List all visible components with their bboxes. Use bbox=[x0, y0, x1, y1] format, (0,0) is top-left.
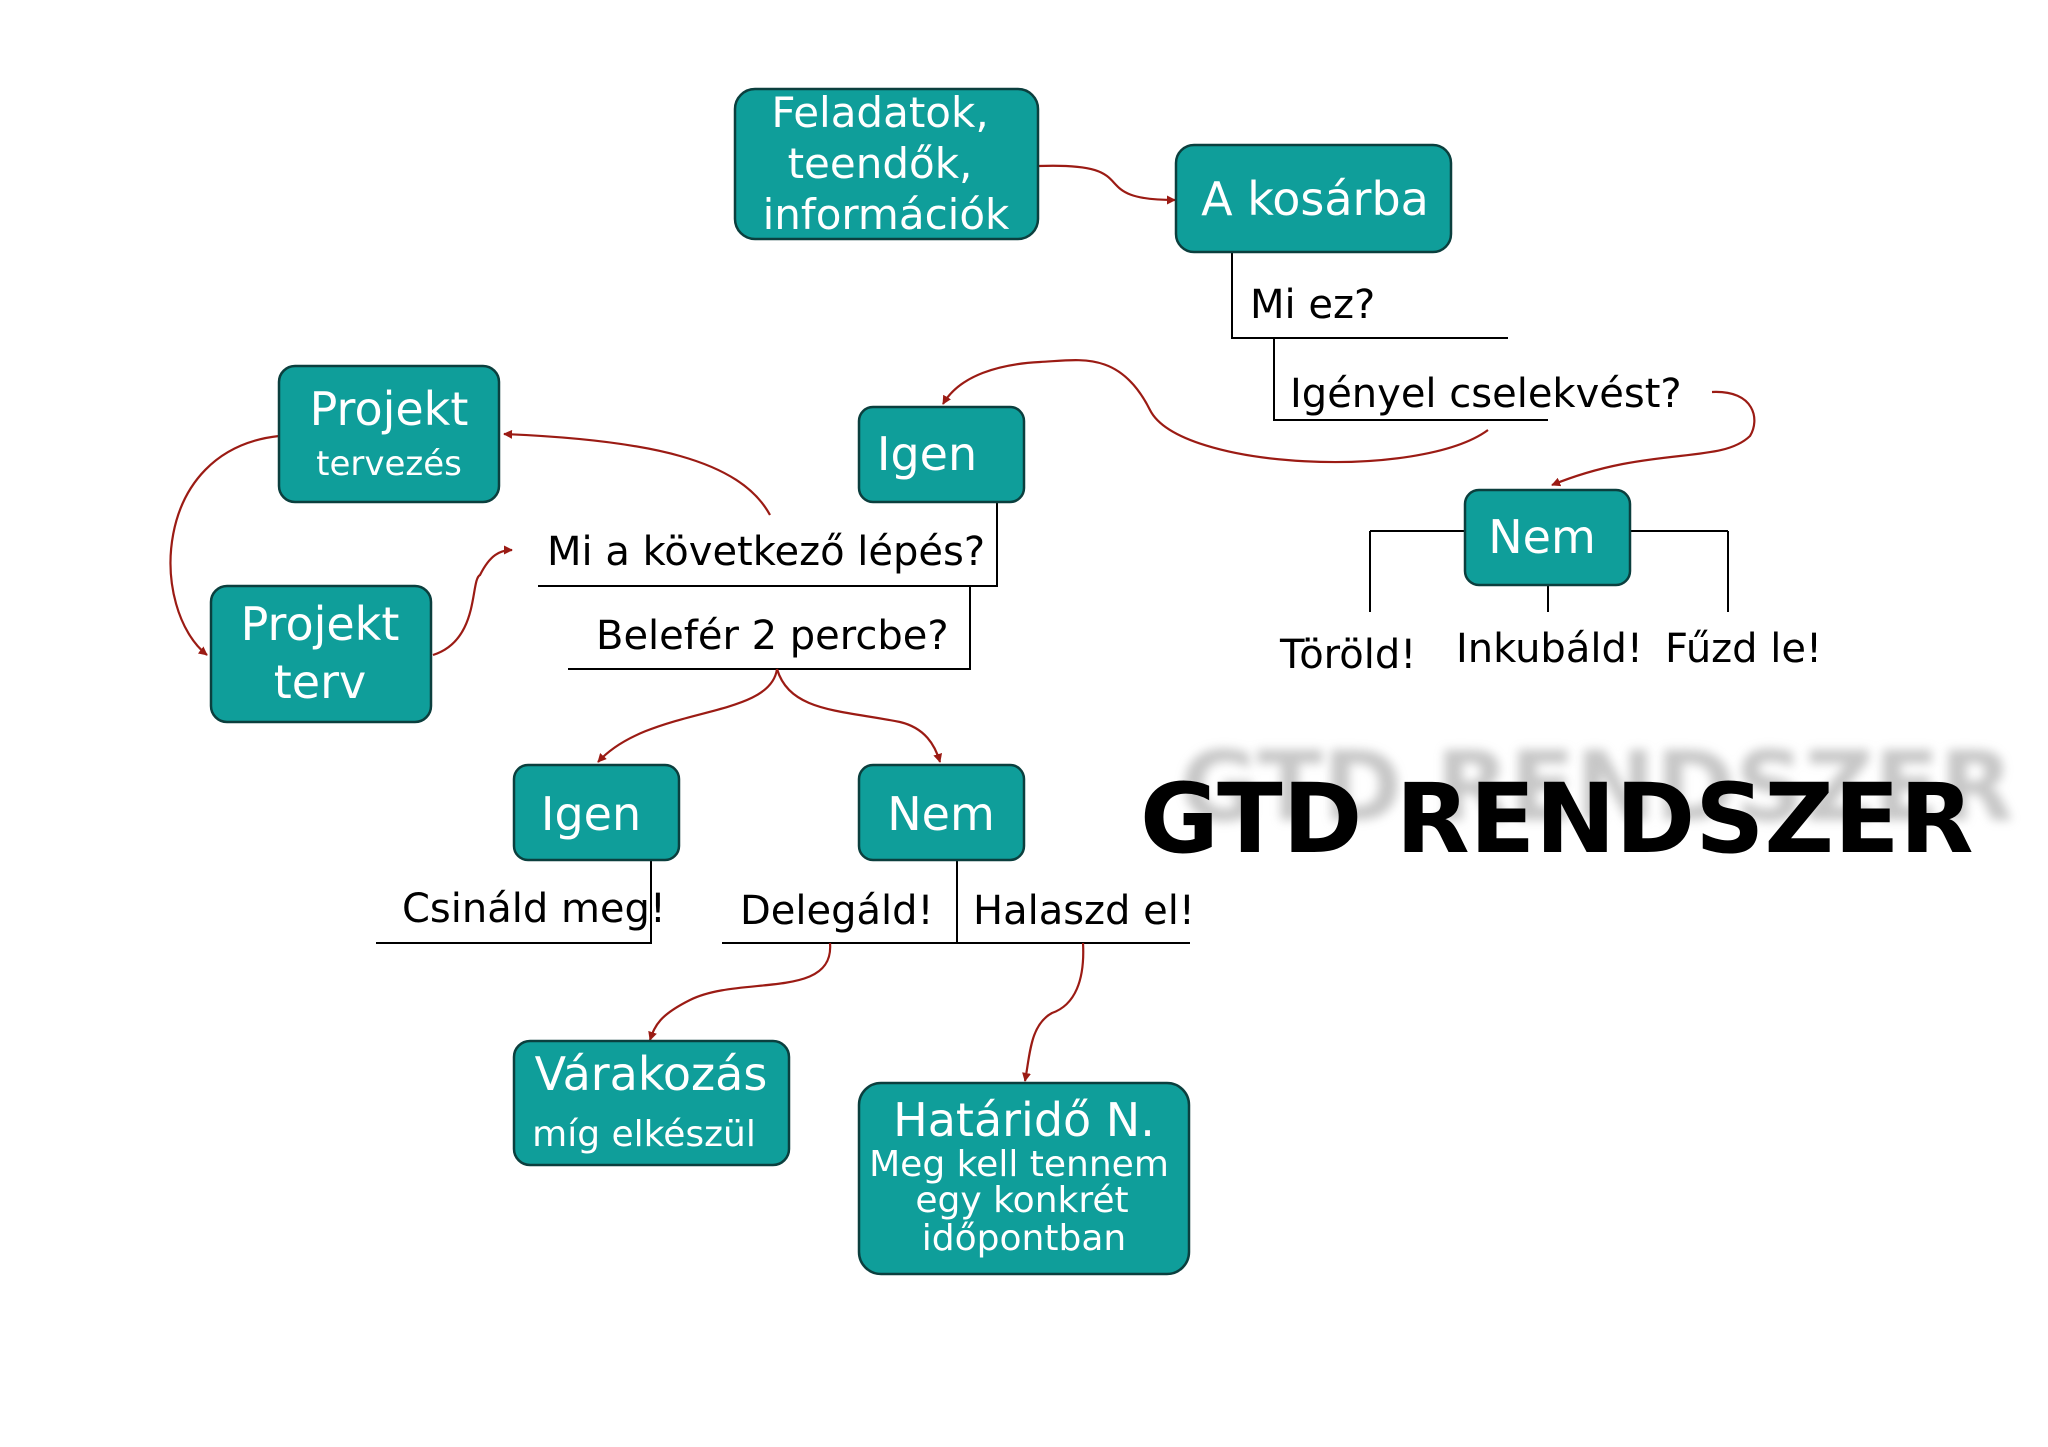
page-title: GTD RENDSZER GTD RENDSZER bbox=[1140, 731, 2013, 875]
label-belefer-2-percbe: Belefér 2 percbe? bbox=[596, 613, 949, 659]
label-inkubald: Inkubáld! bbox=[1456, 626, 1643, 672]
box-varakozas-line2: míg elkészül bbox=[532, 1114, 756, 1155]
box-hatarido-line4: időpontban bbox=[922, 1218, 1126, 1259]
flow-arrows bbox=[169, 164, 1756, 1082]
box-projekt-terv-line2: terv bbox=[274, 655, 366, 709]
box-varakozas: Várakozás míg elkészül bbox=[512, 1039, 791, 1167]
label-delegald: Delegáld! bbox=[740, 888, 934, 934]
box-nem-top-label: Nem bbox=[1488, 510, 1596, 564]
arrow-terv-to-kovetkezo bbox=[432, 545, 513, 657]
box-nem-bottom-label: Nem bbox=[887, 787, 995, 841]
label-csinald-meg: Csináld meg! bbox=[402, 886, 666, 932]
box-feladatok-line3: információk bbox=[763, 190, 1010, 239]
box-hatarido-line3: egy konkrét bbox=[915, 1180, 1128, 1221]
box-projekt-terv: Projekt terv bbox=[209, 584, 433, 724]
box-kosar-label: A kosárba bbox=[1201, 172, 1429, 226]
label-fuzd-le: Fűzd le! bbox=[1665, 626, 1822, 672]
box-feladatok-line2: teendők, bbox=[788, 139, 973, 188]
box-feladatok-line1: Feladatok, bbox=[771, 88, 988, 137]
arrow-halaszd-to-hatarido bbox=[1022, 942, 1085, 1082]
box-igen-bottom-label: Igen bbox=[541, 787, 641, 841]
box-projekt-tervezes-line2: tervezés bbox=[316, 444, 462, 484]
label-igenyel-cselekvest: Igényel cselekvést? bbox=[1290, 371, 1682, 417]
box-hatarido-line1: Határidő N. bbox=[893, 1093, 1155, 1147]
arrow-igenyel-to-igen bbox=[942, 359, 1489, 464]
box-igen-top-label: Igen bbox=[877, 427, 977, 481]
arrow-delegald-to-varakozas bbox=[648, 942, 832, 1041]
box-varakozas-line1: Várakozás bbox=[535, 1047, 768, 1101]
box-feladatok: Feladatok, teendők, információk bbox=[733, 87, 1040, 241]
box-nem-bottom: Nem bbox=[857, 763, 1026, 862]
label-kovetkezo-lepes: Mi a következő lépés? bbox=[547, 529, 985, 575]
label-torold: Töröld! bbox=[1279, 632, 1416, 678]
box-igen-top: Igen bbox=[857, 405, 1026, 504]
box-projekt-tervezes: Projekt tervezés bbox=[277, 364, 501, 504]
bracket-lines bbox=[376, 252, 1729, 944]
arrow-igenyel-to-nem bbox=[1551, 390, 1756, 487]
box-kosar: A kosárba bbox=[1174, 143, 1453, 254]
arrow-belefer-to-nem bbox=[775, 668, 943, 763]
box-hatarido: Határidő N. Meg kell tennem egy konkrét … bbox=[857, 1081, 1191, 1276]
label-mi-ez: Mi ez? bbox=[1250, 282, 1375, 328]
box-projekt-terv-line1: Projekt bbox=[241, 597, 400, 651]
arrow-kovetkezo-to-tervezes bbox=[503, 429, 771, 516]
label-halaszd-el: Halaszd el! bbox=[973, 888, 1195, 934]
box-hatarido-line2: Meg kell tennem bbox=[869, 1144, 1169, 1185]
arrow-tervezes-to-terv bbox=[169, 434, 280, 656]
page-title-text: GTD RENDSZER bbox=[1140, 763, 1973, 875]
arrow-feladatok-to-kosar bbox=[1037, 164, 1176, 205]
box-nem-top: Nem bbox=[1463, 488, 1632, 587]
box-igen-bottom: Igen bbox=[512, 763, 681, 862]
box-projekt-tervezes-line1: Projekt bbox=[310, 382, 469, 436]
arrow-belefer-to-igen bbox=[597, 668, 779, 763]
page-title-shadow: GTD RENDSZER bbox=[1180, 731, 2013, 843]
